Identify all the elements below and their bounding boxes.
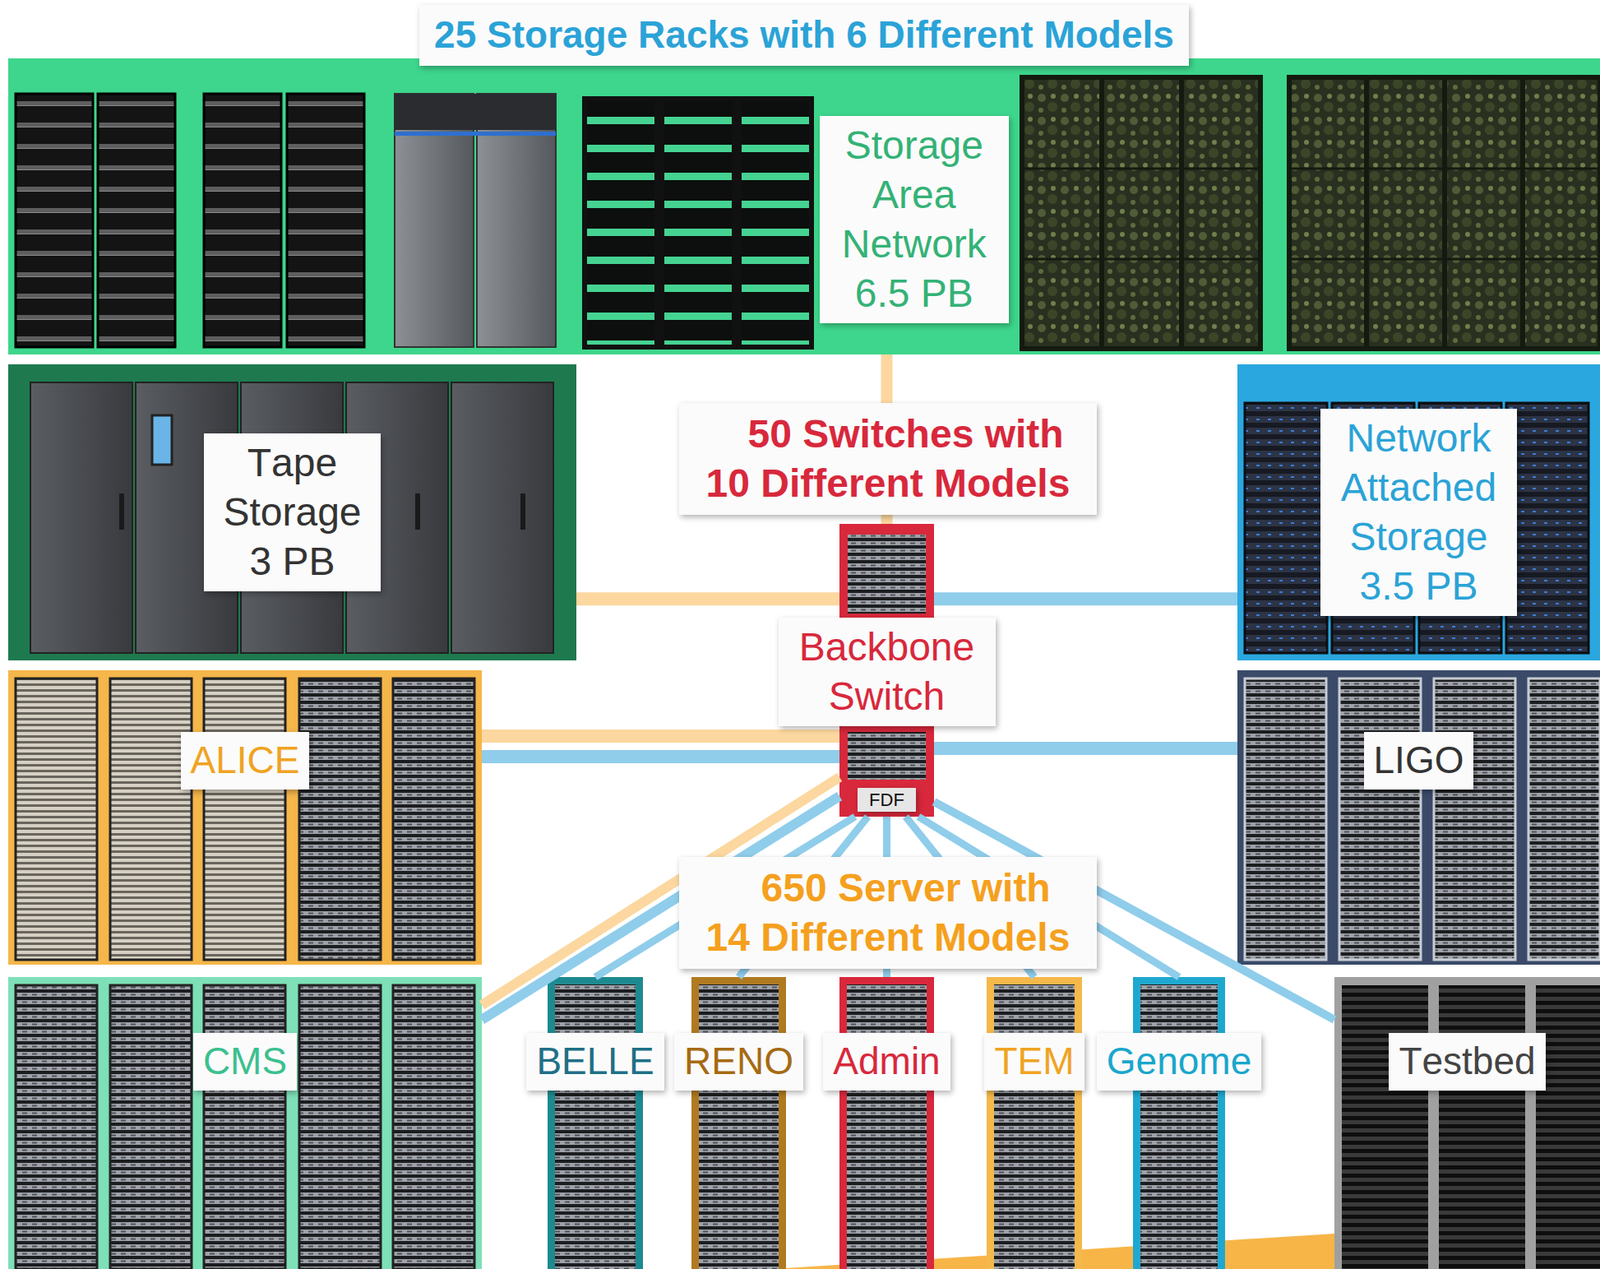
group-label: Genome	[1096, 1032, 1262, 1091]
server-rack: TEM	[986, 976, 1083, 1269]
server-rack: BELLE	[547, 976, 643, 1269]
storage-label: Storage Area Network 6.5 PB	[819, 115, 1009, 324]
server-group: LIGO	[1237, 670, 1600, 965]
storage-label: Network Attached Storage 3.5 PB	[1320, 408, 1517, 616]
server-group: CMS	[8, 976, 482, 1269]
group-label: LIGO	[1364, 731, 1475, 790]
network-link	[934, 741, 1238, 755]
network-link	[934, 591, 1238, 606]
tape-band: Tape Storage 3 PB	[8, 364, 577, 661]
count-heading: 50 Switches with 10 Different Models	[679, 402, 1098, 515]
server-rack: Genome	[1132, 976, 1226, 1269]
storage-band: 25 Storage Racks with 6 Different Models…	[8, 58, 1600, 355]
switch-label: Backbone Switch	[778, 617, 996, 727]
port-label: FDF	[857, 787, 916, 813]
network-link	[481, 749, 840, 764]
server-rack: Admin	[839, 976, 935, 1269]
label-holder: 650 Server with 14 Different Models	[668, 856, 1108, 969]
section-heading: 25 Storage Racks with 6 Different Models	[419, 4, 1189, 66]
server-rack: RENO	[691, 976, 787, 1269]
count-heading: 650 Server with 14 Different Models	[679, 856, 1098, 969]
nas-band: Network Attached Storage 3.5 PB	[1237, 364, 1600, 661]
network-link	[576, 591, 840, 606]
storage-label: Tape Storage 3 PB	[203, 433, 381, 592]
network-link	[481, 729, 840, 743]
backbone-switch: Backbone SwitchFDF	[839, 523, 935, 817]
group-label: BELLE	[526, 1032, 664, 1091]
san-box: Storage Area Network 6.5 PB	[819, 115, 1009, 324]
group-label: Testbed	[1388, 1032, 1545, 1091]
group-label: RENO	[674, 1032, 804, 1091]
server-group: ALICE	[8, 670, 482, 965]
group-label: Admin	[823, 1032, 950, 1091]
label-holder: 50 Switches with 10 Different Models	[668, 402, 1108, 515]
server-group: Testbed	[1334, 976, 1600, 1269]
group-label: CMS	[193, 1032, 297, 1091]
group-label: ALICE	[180, 731, 310, 790]
group-label: TEM	[984, 1032, 1084, 1091]
